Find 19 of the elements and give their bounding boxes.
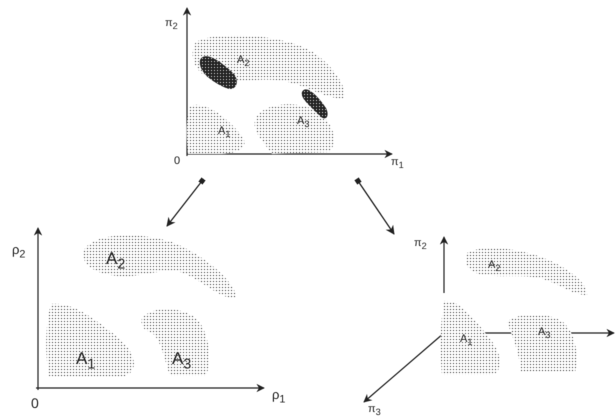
axis-label: ρ$_{1}$ <box>272 388 286 406</box>
axis-label: π$_{2}$ <box>414 238 427 252</box>
origin-label: 0 <box>31 396 39 410</box>
arrow <box>166 177 206 227</box>
origin-label: 0 <box>174 156 180 167</box>
region-label: A$_{2}$ <box>106 250 126 272</box>
region-label: A$_{3}$ <box>297 116 310 130</box>
region-label: A$_{1}$ <box>76 350 96 372</box>
axis-label: π$_{1}$ <box>391 157 404 170</box>
arrow <box>354 177 395 235</box>
region-label: A$_{2}$ <box>237 55 250 68</box>
axis-label: ρ$_{2}$ <box>12 243 26 260</box>
region-label: A$_{1}$ <box>460 334 472 348</box>
region-label: A$_{2}$ <box>488 260 500 274</box>
region-label: A$_{1}$ <box>218 126 230 140</box>
axis-label: π$_{2}$ <box>165 18 178 32</box>
region-label: A$_{3}$ <box>538 327 550 340</box>
axis-label: π$_{3}$ <box>368 404 381 417</box>
region-label: A$_{3}$ <box>172 350 192 372</box>
